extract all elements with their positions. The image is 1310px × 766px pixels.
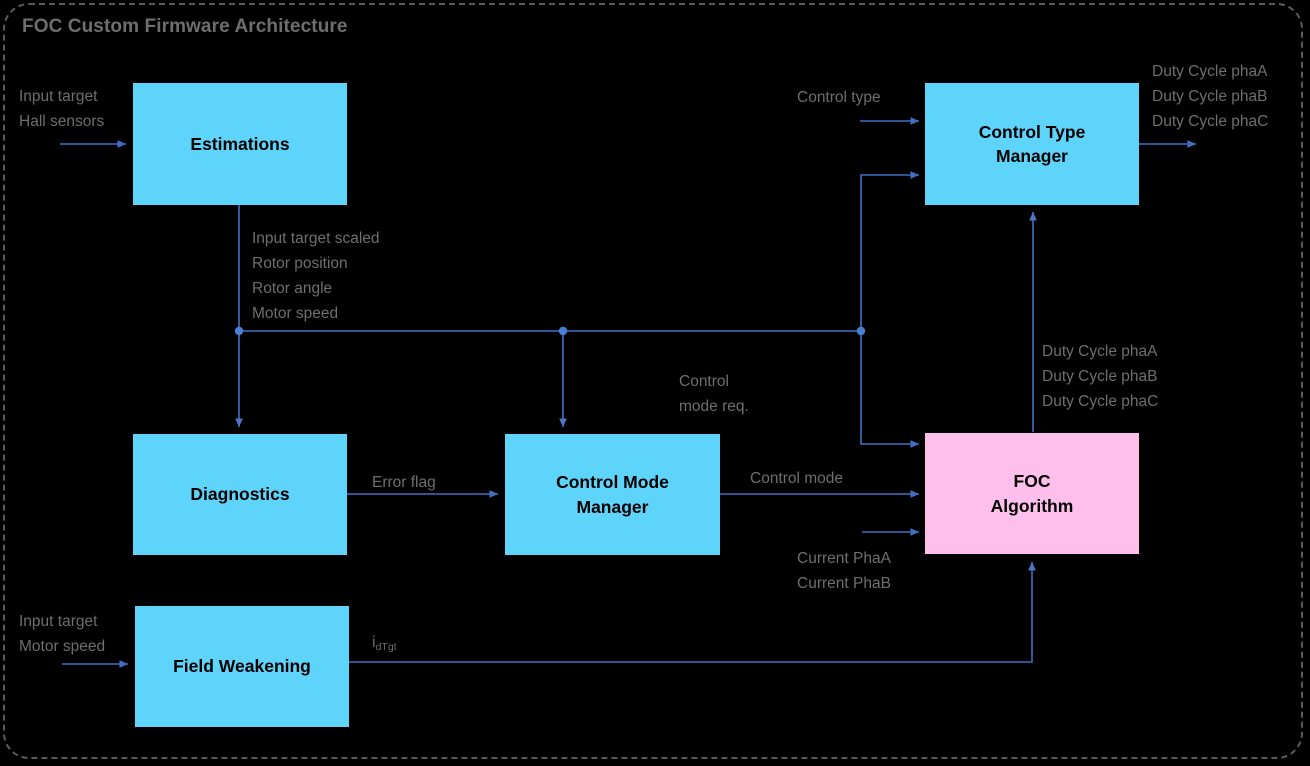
label-id-target: idTgt	[372, 634, 397, 653]
block-foc-algorithm-label: FOC Algorithm	[990, 471, 1074, 516]
label-id-target-subscript: dTgt	[375, 641, 397, 653]
wire-bus-to-control-type-manager	[860, 171, 919, 331]
label-estimations-outputs: Input target scaled Rotor position Rotor…	[252, 230, 380, 323]
junction-dots	[234, 326, 866, 336]
label-control-mode: Control mode	[750, 470, 844, 487]
block-diagnostics-label: Diagnostics	[190, 484, 290, 505]
label-control-type-outputs: Duty Cycle phaA Duty Cycle phaB Duty Cyc…	[1152, 63, 1269, 131]
label-id-target-base: i	[372, 634, 376, 651]
block-control-mode-manager-label: Control Mode Manager	[556, 472, 669, 517]
label-error-flag: Error flag	[372, 474, 436, 491]
block-control-type-manager-label: Control Type Manager	[978, 121, 1086, 166]
wire-id-target	[349, 562, 1036, 663]
block-foc-algorithm[interactable]: FOC Algorithm	[925, 433, 1139, 554]
label-field-weakening-inputs: Input target Motor speed	[19, 613, 106, 656]
label-current-phases: Current PhaA Current PhaB	[797, 550, 891, 593]
block-diagnostics[interactable]: Diagnostics	[133, 434, 347, 555]
junction-dot-control-mode	[558, 326, 568, 336]
block-control-mode-manager[interactable]: Control Mode Manager	[505, 434, 720, 555]
block-field-weakening[interactable]: Field Weakening	[135, 606, 349, 727]
block-field-weakening-label: Field Weakening	[173, 656, 311, 677]
junction-dot-right-bus	[856, 326, 866, 336]
label-foc-outputs: Duty Cycle phaA Duty Cycle phaB Duty Cyc…	[1042, 343, 1159, 411]
block-estimations-label: Estimations	[190, 133, 290, 154]
block-estimations[interactable]: Estimations	[133, 83, 347, 205]
block-control-type-manager[interactable]: Control Type Manager	[925, 83, 1139, 205]
label-control-mode-req: Control mode req.	[679, 373, 749, 416]
page-title: FOC Custom Firmware Architecture	[22, 16, 348, 37]
label-control-type-input: Control type	[797, 89, 881, 106]
wire-bus-to-foc-first-input	[860, 331, 919, 448]
label-estimations-inputs: Input target Hall sensors	[19, 88, 105, 131]
junction-dot-estimations	[234, 326, 244, 336]
